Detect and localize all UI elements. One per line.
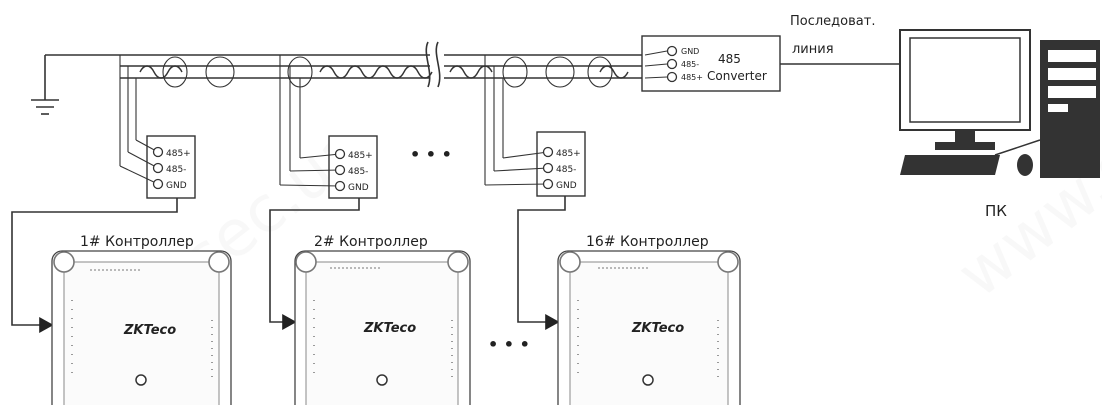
controller-2: 2# Контроллер ZKTeco (294, 234, 471, 405)
svg-text:GND: GND (348, 183, 369, 193)
controller-title: 16# Контроллер (586, 234, 709, 250)
svg-text:485-: 485- (556, 165, 576, 175)
ellipsis: • • • (410, 145, 452, 164)
ground-icon (31, 54, 120, 115)
controller-16: 16# Контроллер ZKTeco (557, 234, 741, 405)
svg-text:GND: GND (166, 181, 187, 191)
converter-minus-label: 485- (681, 60, 699, 69)
svg-text:485+: 485+ (556, 149, 581, 159)
controller-title: 1# Контроллер (80, 234, 194, 250)
controller-1: 1# Контроллер ZKTeco (51, 234, 232, 405)
zkteco-logo: ZKTeco (123, 323, 176, 338)
rs485-converter: GND 485- 485+ 485 Converter (641, 35, 781, 92)
controller-title: 2# Контроллер (314, 234, 428, 250)
terminal-block-2: 485+ 485- GND (279, 135, 378, 199)
controller-feed-lines (11, 196, 566, 333)
terminal-block-1: 485+ 485- GND (119, 135, 196, 199)
zkteco-logo: ZKTeco (363, 321, 416, 336)
svg-text:485+: 485+ (348, 151, 373, 161)
serial-line-label-1: Последоват. (790, 14, 875, 29)
zkteco-logo: ZKTeco (631, 321, 684, 336)
serial-line: Последоват. линия (780, 14, 900, 65)
svg-text:485-: 485- (348, 167, 368, 177)
pc-label: ПК (985, 202, 1007, 220)
converter-gnd-label: GND (681, 47, 699, 56)
converter-type: Converter (707, 69, 767, 83)
twisted-pair-bus (119, 41, 645, 185)
svg-text:485-: 485- (166, 165, 186, 175)
converter-name: 485 (718, 52, 741, 66)
pc-icon: ПК (899, 29, 1100, 220)
svg-text:GND: GND (556, 181, 577, 191)
converter-plus-label: 485+ (681, 73, 703, 82)
terminal-block-16: 485+ 485- GND (484, 131, 586, 197)
svg-text:485+: 485+ (166, 149, 191, 159)
serial-line-label-2: линия (792, 42, 834, 57)
ellipsis: • • • (488, 335, 530, 354)
